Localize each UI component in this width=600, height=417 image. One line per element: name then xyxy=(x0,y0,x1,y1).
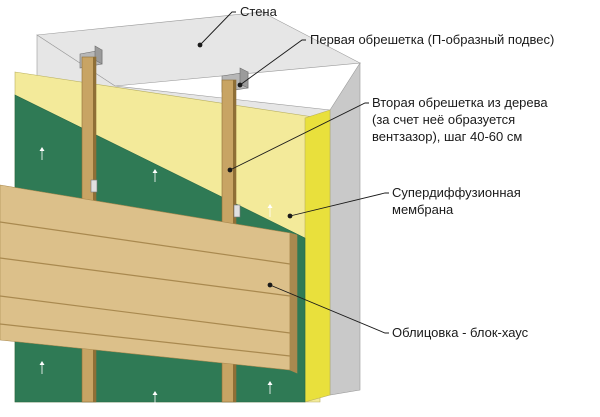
label-second-batten-line2: (за счет неё образуется xyxy=(372,112,515,127)
leader-second-batten xyxy=(229,102,369,171)
leader-cladding xyxy=(269,284,389,334)
leaders xyxy=(197,11,389,334)
up-arrow-icon xyxy=(39,361,45,374)
leader-dot xyxy=(267,282,273,288)
label-wall: Стена xyxy=(240,4,278,19)
up-arrow-icon xyxy=(267,204,273,217)
label-second-batten-line1: Вторая обрешетка из дерева xyxy=(372,95,548,110)
board-seam xyxy=(0,257,291,297)
label-cladding: Облицовка - блок-хаус xyxy=(392,325,529,340)
batten-clip xyxy=(233,204,241,218)
labels: Стена Первая обрешетка (П-образный подве… xyxy=(240,4,554,340)
leader-dot xyxy=(237,82,243,88)
board-seam xyxy=(0,295,291,334)
batten-clip xyxy=(90,179,98,193)
leader-dot xyxy=(287,213,293,219)
label-second-batten-line3: вентзазор), шаг 40-60 см xyxy=(372,129,522,144)
insulation-side xyxy=(304,109,331,403)
up-arrow-icon xyxy=(152,169,158,182)
leader-membrane xyxy=(289,192,389,217)
label-membrane-line2: мембрана xyxy=(392,202,454,217)
board-seam xyxy=(0,221,291,265)
leader-dot xyxy=(197,42,203,48)
leader-wall xyxy=(199,11,236,46)
label-membrane: Супердиффузионная мембрана xyxy=(392,185,524,217)
label-first-batten: Первая обрешетка (П-образный подвес) xyxy=(310,32,554,47)
leader-first-batten xyxy=(239,39,306,86)
up-arrow-icon xyxy=(267,381,273,394)
board-seam xyxy=(0,323,291,357)
cladding-side xyxy=(289,232,298,374)
leader-dot xyxy=(227,167,233,173)
label-membrane-line1: Супердиффузионная xyxy=(392,185,521,200)
up-arrow-icon xyxy=(152,391,158,404)
up-arrow-icon xyxy=(39,147,45,160)
label-second-batten: Вторая обрешетка из дерева (за счет неё … xyxy=(372,95,551,144)
cladding xyxy=(0,184,298,374)
